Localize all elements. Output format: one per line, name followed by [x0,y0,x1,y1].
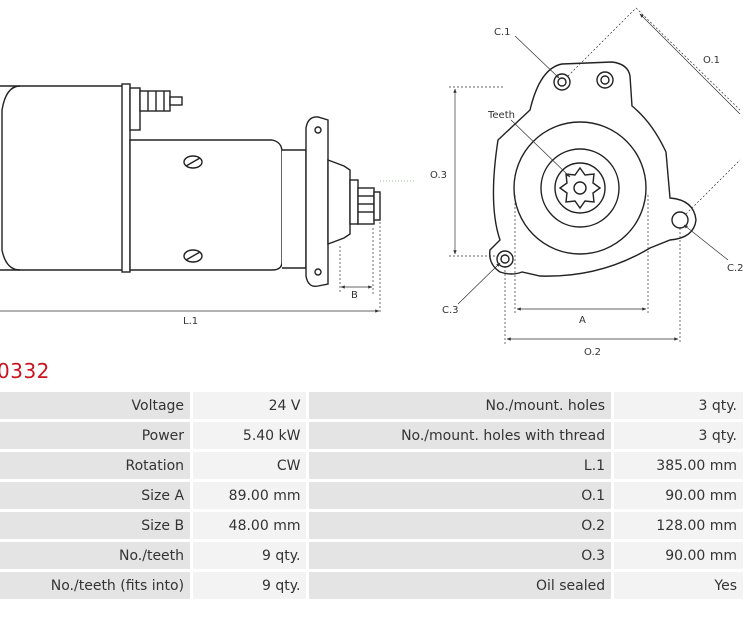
spec-value-right: 90.00 mm [614,482,743,509]
spec-label-right: No./mount. holes with thread [309,422,612,449]
spec-value-right: 385.00 mm [614,452,743,479]
mount-hole-c3 [500,254,510,264]
spec-label-left: Power [0,422,191,449]
mounting-flange [305,116,329,287]
dim-label-o1: O.1 [703,55,720,66]
spec-value-left: 9 qty. [193,572,307,599]
spec-value-left: 48.00 mm [193,512,307,539]
dim-label-o2: O.2 [584,347,601,358]
motor-housing [129,139,283,271]
spec-label-left: Size A [0,482,191,509]
spec-value-left: 24 V [193,392,307,419]
solenoid-body [0,85,127,271]
front-dimensions [449,7,741,344]
spec-value-right: Yes [614,572,743,599]
mount-hole-c2 [671,211,689,229]
spec-label-right: O.1 [309,482,612,509]
spec-label-left: No./teeth [0,542,191,569]
dim-label-a: A [579,315,586,326]
mount-hole-c1 [557,77,567,87]
dim-label-o3: O.3 [430,170,447,181]
spec-label-left: Voltage [0,392,191,419]
dim-label-c2: C.2 [727,263,744,274]
spec-value-right: 128.00 mm [614,512,743,539]
dim-label-c3: C.3 [442,305,459,316]
spec-label-right: L.1 [309,452,612,479]
spec-value-left: CW [193,452,307,479]
part-number: 0332 [0,359,50,383]
spec-label-right: O.2 [309,512,612,539]
terminal-stud [139,90,171,112]
dim-label-c1: C.1 [494,27,511,38]
starter-technical-drawing: B L.1 C.1 O.1 Teeth O.3 [0,7,744,358]
nose-housing [327,158,351,246]
spec-value-left: 5.40 kW [193,422,307,449]
spec-label-right: No./mount. holes [309,392,612,419]
dim-label-l1: L.1 [183,316,198,327]
front-view [489,61,697,277]
spec-label-left: No./teeth (fits into) [0,572,191,599]
spec-value-left: 89.00 mm [193,482,307,509]
dim-label-b: B [351,290,358,301]
spec-label-left: Rotation [0,452,191,479]
solenoid-end-cap [121,83,131,273]
spec-value-right: 3 qty. [614,422,743,449]
spec-label-right: O.3 [309,542,612,569]
spec-label-left: Size B [0,512,191,539]
spec-label-right: Oil sealed [309,572,612,599]
spec-value-right: 3 qty. [614,392,743,419]
spec-value-right: 90.00 mm [614,542,743,569]
pinion-gear [357,187,375,225]
side-dimensions [0,222,381,313]
spec-value-left: 9 qty. [193,542,307,569]
side-view [0,83,381,287]
dim-label-teeth: Teeth [487,110,515,121]
